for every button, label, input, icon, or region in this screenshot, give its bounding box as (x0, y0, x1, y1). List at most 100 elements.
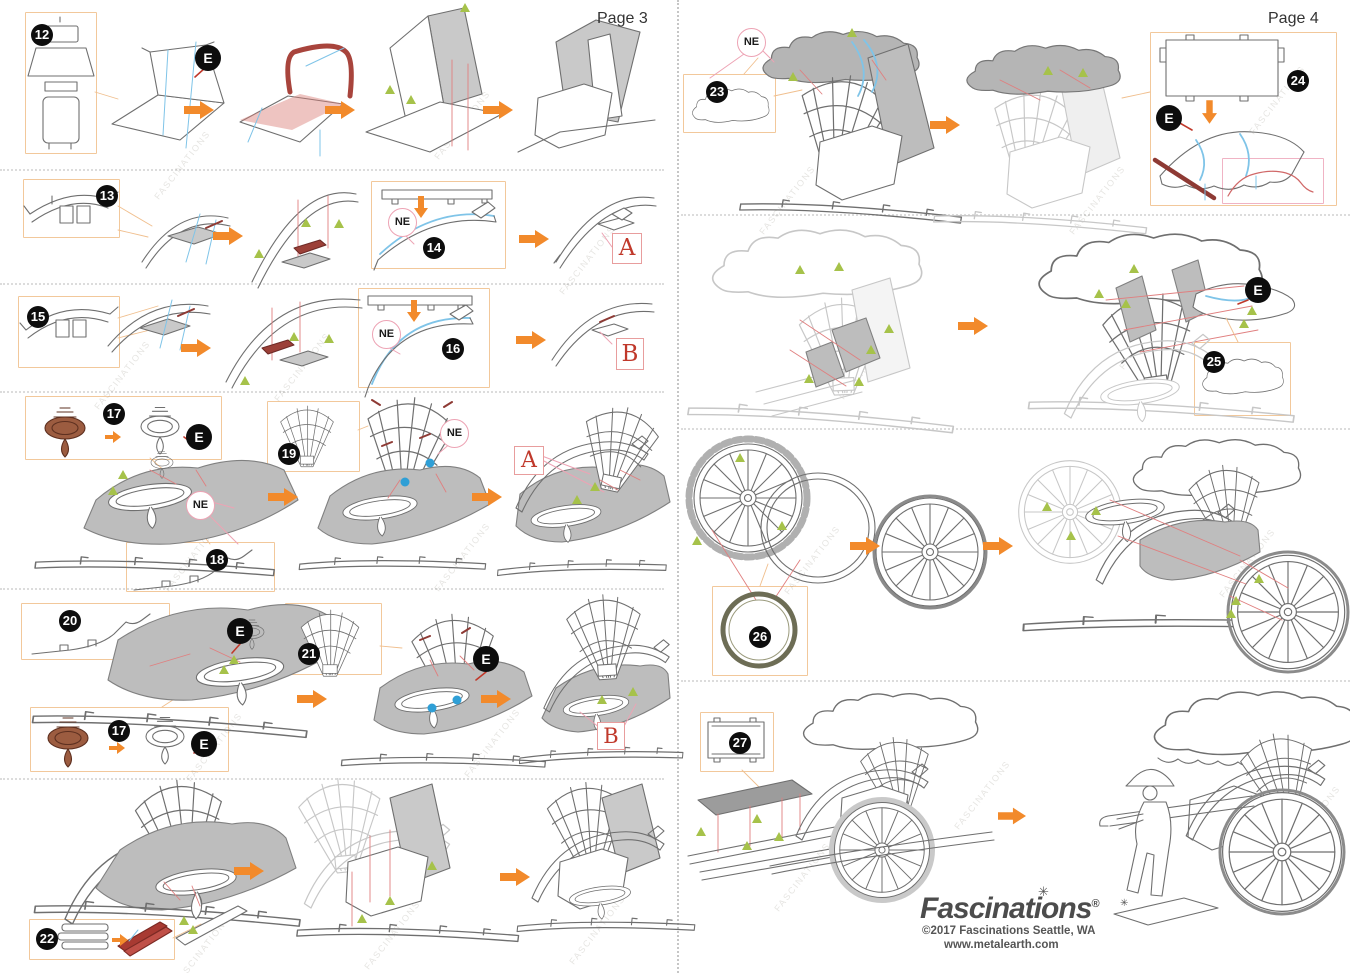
final-seat-assembly-left (33, 775, 302, 951)
website-text: www.metalearth.com (944, 939, 1059, 951)
arrow-right-icon (184, 100, 214, 120)
chassis-assembly-mid (298, 465, 491, 590)
step16-diagram (364, 295, 474, 398)
arrow-right-icon (930, 115, 960, 135)
step-badge-22: 22 (36, 928, 58, 950)
gray-cushion (831, 317, 881, 373)
arrow-down-icon (414, 196, 428, 218)
row-divider (681, 214, 1350, 216)
step12-flat-part (27, 16, 95, 150)
result-label-b2: B (597, 722, 625, 750)
step-badge-23: 23 (706, 81, 728, 103)
arrow-right-icon (213, 226, 243, 246)
rear-assembly-faded (933, 44, 1148, 256)
arrow-right-icon (519, 229, 549, 249)
tab-e-badge: E (227, 618, 253, 644)
step26-ring (720, 591, 798, 669)
rear-assembly (739, 39, 963, 246)
seat-fold-step3 (365, 7, 503, 153)
step-badge-16: 16 (442, 338, 464, 360)
arrow-right-icon (500, 867, 530, 887)
step15-assembly-large (225, 298, 363, 389)
step-badge-26: 26 (749, 626, 771, 648)
blue-attachment-dot-icons (400, 458, 462, 713)
arrow-right-small-icon (109, 742, 125, 754)
brand-name: Fascinations (920, 892, 1092, 925)
part-box-17 (25, 396, 222, 460)
part-box-27 (700, 712, 774, 772)
row-divider (681, 428, 1350, 430)
gray-cushion (805, 341, 845, 388)
arrow-right-icon (181, 338, 211, 358)
arrow-down-icon (1202, 100, 1217, 124)
arrow-right-small-icon (112, 934, 128, 946)
part-box-26 (712, 586, 808, 676)
step-badge-21: 21 (298, 643, 320, 665)
arrow-right-icon (516, 330, 546, 350)
step-badge-14: 14 (423, 237, 445, 259)
part-box-24 (1150, 32, 1337, 206)
rickshaw-puller-figure (1113, 768, 1219, 926)
page3-label: Page 3 (597, 10, 648, 27)
part-box-22 (29, 919, 175, 960)
step13-assembly-large (251, 192, 359, 289)
arrow-right-icon (983, 536, 1013, 556)
canopy-cover-install (1027, 233, 1296, 447)
arrow-right-icon (472, 487, 502, 507)
row-divider (0, 169, 664, 171)
row-divider (681, 680, 1350, 682)
arrow-right-icon (481, 689, 511, 709)
step-badge-17b: 17 (108, 720, 130, 742)
ne-badge: NE (372, 320, 401, 349)
brand-logo: Fascinations® (920, 892, 1100, 926)
wheel-assembled (872, 494, 988, 610)
row-divider (0, 283, 664, 285)
step-badge-15: 15 (27, 306, 49, 328)
step-badge-27: 27 (729, 732, 751, 754)
part-box-13 (23, 179, 120, 238)
result-label-a2: A (514, 446, 544, 475)
arrow-right-icon (483, 100, 513, 120)
step-badge-12: 12 (31, 24, 53, 46)
arrow-right-icon (850, 536, 880, 556)
page-divider (677, 0, 679, 973)
part-box-12 (25, 12, 97, 154)
step-badge-20: 20 (59, 610, 81, 632)
canopy-install-faded (687, 229, 955, 457)
page4-label: Page 4 (1268, 10, 1319, 27)
ne-badge: NE (737, 28, 766, 57)
row-divider (0, 391, 664, 393)
assembly-with-mudguard-b (518, 591, 684, 779)
arrow-right-icon (234, 861, 264, 881)
step-badge-24: 24 (1287, 70, 1309, 92)
part-box-19 (267, 401, 360, 472)
part-box-23 (683, 74, 776, 133)
final-rickshaw (1099, 691, 1350, 926)
result-label-a: A (612, 233, 642, 264)
ne-badge: NE (186, 491, 215, 520)
part-box-14 (371, 181, 506, 269)
result-label-b: B (616, 338, 644, 370)
wheel-parts (685, 435, 876, 601)
step21-fan-large (409, 611, 499, 712)
sparkle-icon: ✳ (1120, 898, 1129, 909)
step14-result-a (553, 196, 657, 269)
step19-fan-large (359, 392, 458, 502)
registered-mark: ® (1091, 898, 1099, 910)
ne-badge: NE (388, 208, 417, 237)
ne-badge: NE (440, 419, 469, 448)
chassis-assembly-left (34, 451, 299, 598)
copyright-text: ©2017 Fascinations Seattle, WA (922, 925, 1096, 937)
step15-part (19, 306, 119, 339)
rickshaw-sketch (769, 693, 995, 903)
step22-footrest (57, 905, 248, 957)
seat-fold-step2-red-back (239, 43, 354, 157)
step15-assembly-small (107, 299, 211, 353)
arrow-right-icon (958, 316, 988, 336)
step-badge-17: 17 (103, 403, 125, 425)
tab-e-badge: E (473, 646, 499, 672)
tab-e-badge: E (195, 45, 221, 71)
floor-install (687, 779, 873, 881)
step-badge-19: 19 (278, 443, 300, 465)
